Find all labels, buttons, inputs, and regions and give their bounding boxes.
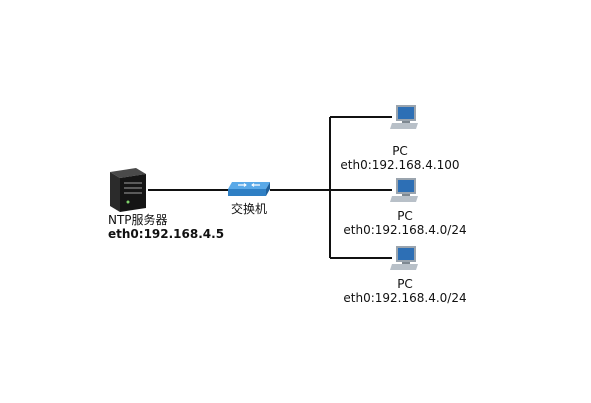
switch-label: 交换机 xyxy=(226,202,272,216)
pc2-name: PC xyxy=(397,209,413,223)
pc3-name: PC xyxy=(397,277,413,291)
server-name: NTP服务器 xyxy=(108,213,168,227)
server-ip: eth0:192.168.4.5 xyxy=(108,227,225,241)
pc2-label: PC eth0:192.168.4.0/24 xyxy=(335,209,475,237)
server-tower-icon[interactable] xyxy=(106,166,150,212)
desktop-pc-icon[interactable] xyxy=(390,104,420,130)
server-label: NTP服务器 eth0:192.168.4.5 xyxy=(108,213,224,241)
pc1-ip: eth0:192.168.4.100 xyxy=(340,158,460,172)
pc1-label: PC eth0:192.168.4.100 xyxy=(330,144,470,172)
pc3-ip: eth0:192.168.4.0/24 xyxy=(343,291,467,305)
desktop-pc-icon[interactable] xyxy=(390,177,420,203)
pc2-ip: eth0:192.168.4.0/24 xyxy=(343,223,467,237)
desktop-pc-icon[interactable] xyxy=(390,245,420,271)
pc1-name: PC xyxy=(392,144,408,158)
pc3-label: PC eth0:192.168.4.0/24 xyxy=(335,277,475,305)
network-switch-icon[interactable] xyxy=(226,180,272,198)
switch-name: 交换机 xyxy=(230,202,267,216)
